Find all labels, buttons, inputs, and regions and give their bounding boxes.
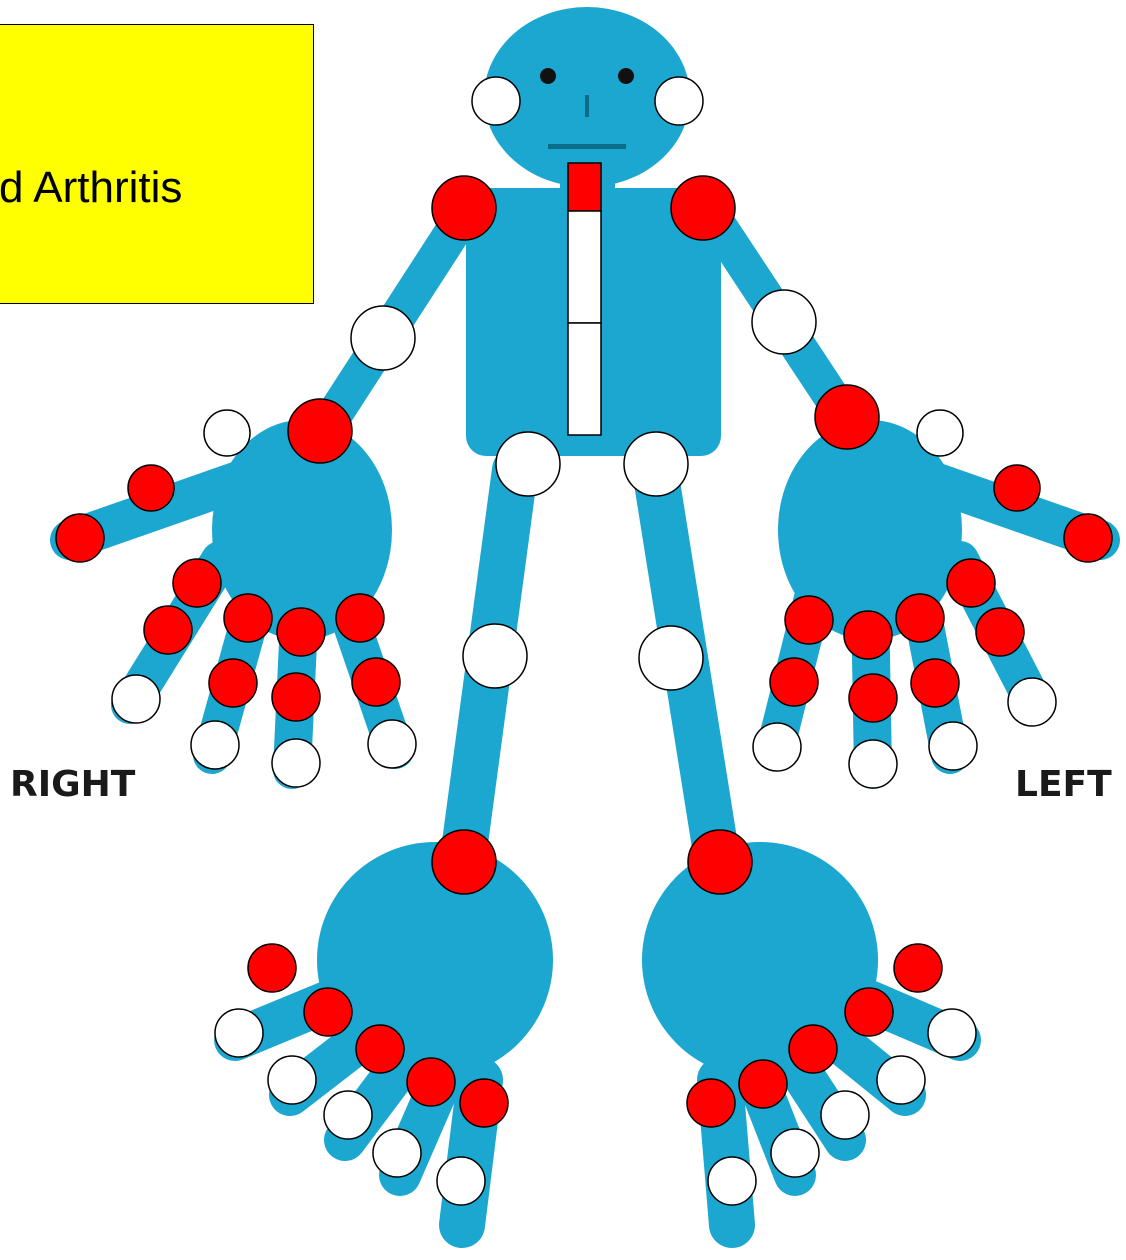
- spine-segment-lumbar: [568, 323, 601, 435]
- nose: [585, 95, 589, 117]
- joint-left-hand: [849, 740, 897, 788]
- joint-left-foot: [708, 1157, 756, 1205]
- joint-ankle-right: [432, 830, 496, 894]
- joint-knee-left: [639, 626, 703, 690]
- right-eye: [540, 68, 556, 84]
- joint-left-hand: [844, 611, 892, 659]
- joint-left-hand: [770, 658, 818, 706]
- joint-left-hand: [911, 659, 959, 707]
- joint-right-foot: [248, 944, 296, 992]
- joint-knee-right: [463, 624, 527, 688]
- joint-hip-right: [496, 432, 560, 496]
- joint-left-hand: [947, 559, 995, 607]
- joint-right-foot: [304, 988, 352, 1036]
- joint-right-foot: [437, 1157, 485, 1205]
- joint-right-foot: [356, 1025, 404, 1073]
- joint-left-hand: [929, 722, 977, 770]
- joint-right-foot: [215, 1009, 263, 1057]
- joint-right-hand: [272, 673, 320, 721]
- left-side-label: LEFT: [1015, 767, 1112, 803]
- joint-left-foot: [894, 944, 942, 992]
- joint-right-hand: [173, 559, 221, 607]
- joint-jaw-left: [655, 77, 703, 125]
- joint-left-hand: [785, 596, 833, 644]
- joint-left-hand: [753, 723, 801, 771]
- joint-right-foot: [324, 1091, 372, 1139]
- joint-left-hand: [994, 465, 1040, 511]
- joint-left-hand: [849, 674, 897, 722]
- joint-shoulder-left: [671, 176, 735, 240]
- joint-left-foot: [771, 1129, 819, 1177]
- joint-ankle-left: [688, 830, 752, 894]
- joint-left-hand: [1008, 678, 1056, 726]
- joint-right-hand: [56, 514, 104, 562]
- joint-wrist-right: [288, 399, 352, 463]
- joint-left-hand: [896, 594, 944, 642]
- joint-jaw-right: [472, 77, 520, 125]
- joint-right-hand: [144, 606, 192, 654]
- title-text: d Arthritis: [0, 166, 182, 210]
- joint-elbow-left: [752, 290, 816, 354]
- joint-left-foot: [877, 1056, 925, 1104]
- joint-left-foot: [845, 988, 893, 1036]
- joint-right-hand: [224, 594, 272, 642]
- joint-left-hand: [976, 608, 1024, 656]
- joint-right-foot: [268, 1056, 316, 1104]
- joint-left-foot: [928, 1009, 976, 1057]
- right-side-label: RIGHT: [10, 767, 135, 803]
- joint-right-foot: [373, 1129, 421, 1177]
- joint-wrist-left: [815, 385, 879, 449]
- joint-right-hand: [128, 465, 174, 511]
- joint-right-foot: [407, 1058, 455, 1106]
- joint-right-hand: [112, 675, 160, 723]
- spine-segment-cervical: [568, 163, 601, 211]
- joint-left-hand: [1064, 514, 1112, 562]
- joint-right-hand: [272, 739, 320, 787]
- joint-shoulder-right: [432, 176, 496, 240]
- joint-left-foot: [687, 1079, 735, 1127]
- joint-right-hand: [368, 720, 416, 768]
- title-box: d Arthritis: [0, 24, 314, 304]
- joint-right-hand: [191, 721, 239, 769]
- joint-right-foot: [460, 1079, 508, 1127]
- joint-right-hand: [277, 608, 325, 656]
- joint-left-foot: [821, 1091, 869, 1139]
- joint-right-hand: [352, 658, 400, 706]
- joint-left-foot: [739, 1060, 787, 1108]
- mouth: [548, 144, 626, 149]
- joint-left-foot: [789, 1025, 837, 1073]
- joint-left-hand: [917, 410, 963, 456]
- left-eye: [618, 68, 634, 84]
- joint-elbow-right: [351, 306, 415, 370]
- spine: [568, 163, 601, 435]
- joint-hip-left: [624, 432, 688, 496]
- joint-right-hand: [336, 594, 384, 642]
- right-hand: [70, 420, 395, 770]
- joint-right-hand: [209, 659, 257, 707]
- joint-right-hand: [204, 410, 250, 456]
- spine-segment-thoracic: [568, 211, 601, 323]
